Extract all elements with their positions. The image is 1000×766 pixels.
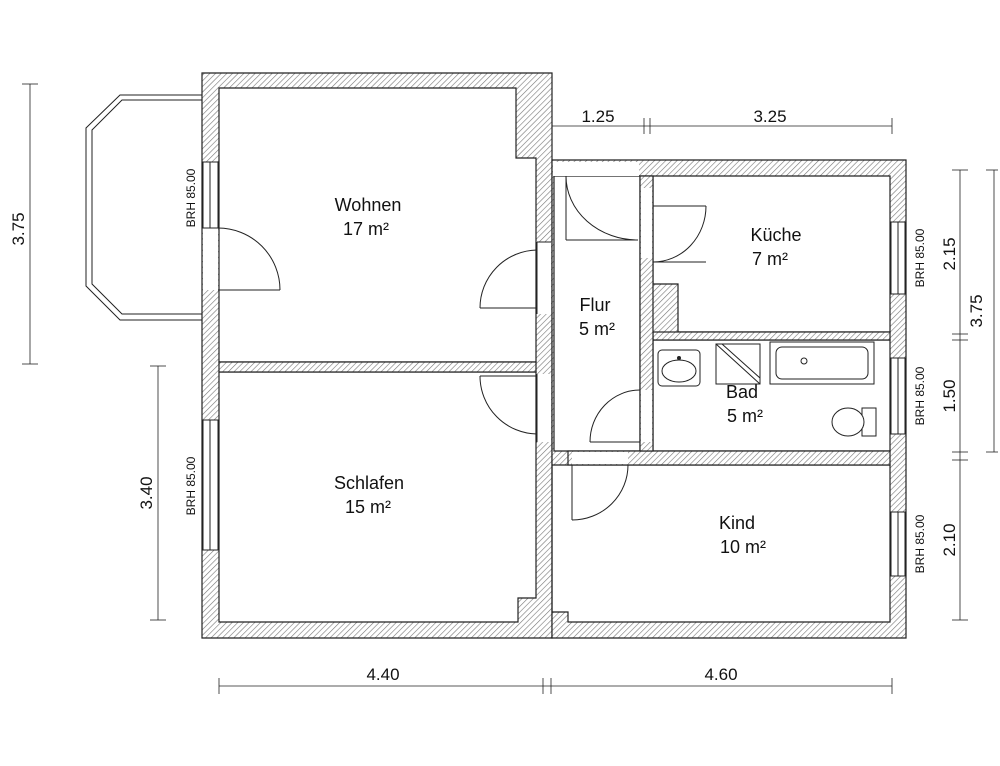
brh-note-kueche: BRH 85.00 bbox=[913, 228, 927, 287]
room-area-bad: 5 m² bbox=[727, 406, 763, 426]
door-kueche bbox=[652, 205, 707, 263]
dim-right-bad: 1.50 bbox=[940, 379, 959, 412]
room-label-bad: Bad bbox=[726, 382, 758, 402]
room-area-kueche: 7 m² bbox=[752, 249, 788, 269]
dimension-lines: 1.25 3.25 4.40 4.60 3.75 3.40 bbox=[9, 83, 998, 694]
walls bbox=[201, 72, 907, 639]
dimension-left: 3.75 3.40 bbox=[9, 83, 166, 621]
window-schlafen bbox=[202, 419, 219, 551]
room-labels: Wohnen 17 m² Schlafen 15 m² Flur 5 m² Kü… bbox=[334, 195, 802, 557]
outer-wall-left-block bbox=[201, 72, 553, 639]
brh-note-kind: BRH 85.00 bbox=[913, 514, 927, 573]
partition-kueche-bad bbox=[652, 331, 891, 341]
room-area-wohnen: 17 m² bbox=[343, 219, 389, 239]
bathroom-fixtures bbox=[657, 341, 877, 437]
dim-top-left: 1.25 bbox=[581, 107, 614, 126]
dimension-bottom: 4.40 4.60 bbox=[218, 665, 893, 694]
door-balcony bbox=[203, 227, 281, 291]
window-notes: BRH 85.00 BRH 85.00 BRH 85.00 BRH 85.00 … bbox=[184, 168, 927, 573]
doors bbox=[203, 175, 707, 521]
dim-left-lower: 3.40 bbox=[137, 476, 156, 509]
dimension-top: 1.25 3.25 bbox=[551, 107, 893, 134]
window-kind bbox=[890, 511, 906, 577]
dim-right-total: 3.75 bbox=[967, 294, 986, 327]
washbasin bbox=[657, 349, 701, 387]
toilet bbox=[831, 407, 877, 437]
door-kind bbox=[571, 464, 629, 521]
room-label-wohnen: Wohnen bbox=[335, 195, 402, 215]
brh-note-schlafen: BRH 85.00 bbox=[184, 456, 198, 515]
room-label-kueche: Küche bbox=[750, 225, 801, 245]
door-wohnen bbox=[479, 241, 551, 314]
partition-wohnen-schlafen bbox=[218, 361, 537, 373]
windows bbox=[202, 161, 906, 577]
dimension-right: 2.15 1.50 2.10 3.75 bbox=[940, 169, 998, 621]
dim-right-kueche: 2.15 bbox=[940, 237, 959, 270]
room-label-schlafen: Schlafen bbox=[334, 473, 404, 493]
room-area-flur: 5 m² bbox=[579, 319, 615, 339]
brh-note-bad: BRH 85.00 bbox=[913, 366, 927, 425]
brh-note-wohnen: BRH 85.00 bbox=[184, 168, 198, 227]
dim-right-kind: 2.10 bbox=[940, 523, 959, 556]
dim-bottom-right: 4.60 bbox=[704, 665, 737, 684]
dim-top-right: 3.25 bbox=[753, 107, 786, 126]
bathtub bbox=[769, 341, 875, 385]
partition-bad-kind bbox=[567, 450, 891, 466]
shower-tray bbox=[715, 343, 761, 385]
room-label-flur: Flur bbox=[580, 295, 611, 315]
door-schlafen bbox=[479, 374, 538, 442]
door-bad bbox=[589, 389, 641, 443]
room-area-schlafen: 15 m² bbox=[345, 497, 391, 517]
door-entrance bbox=[565, 175, 639, 241]
room-area-kind: 10 m² bbox=[720, 537, 766, 557]
window-bad bbox=[890, 357, 906, 435]
balcony-bay bbox=[85, 94, 202, 321]
window-kueche bbox=[890, 221, 906, 295]
dim-left-upper: 3.75 bbox=[9, 212, 28, 245]
room-label-kind: Kind bbox=[719, 513, 755, 533]
dim-bottom-left: 4.40 bbox=[366, 665, 399, 684]
